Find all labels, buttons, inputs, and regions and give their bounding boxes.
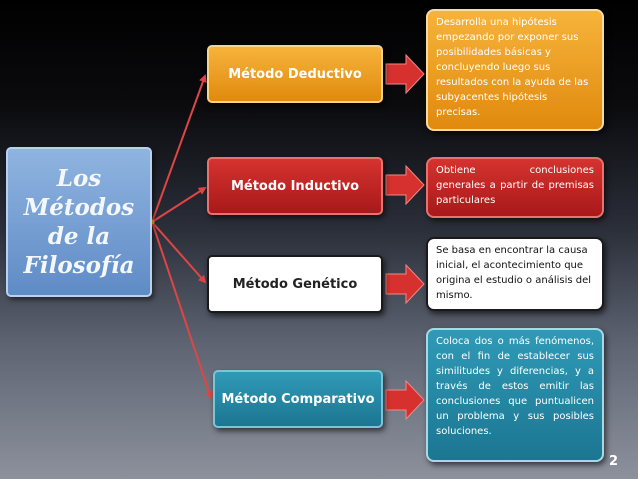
- page-number: 2: [608, 454, 618, 469]
- main-topic-box: Los Métodos de la Filosofía: [6, 147, 152, 297]
- description-box-deductivo: Desarrolla una hipótesis empezando por e…: [426, 9, 604, 131]
- method-label-comparativo: Método Comparativo: [221, 391, 375, 407]
- description-text-deductivo: Desarrolla una hipótesis empezando por e…: [436, 17, 589, 118]
- block-arrow-inductivo: [385, 164, 425, 206]
- connector-line-inductivo: [151, 186, 207, 223]
- main-topic-title: Los Métodos de la Filosofía: [23, 165, 135, 279]
- method-box-deductivo: Método Deductivo: [207, 45, 383, 103]
- method-box-inductivo: Método Inductivo: [207, 157, 383, 215]
- method-label-inductivo: Método Inductivo: [230, 178, 360, 194]
- description-text-inductivo: Obtiene conclusiones generales a partir …: [436, 165, 594, 206]
- method-label-deductivo: Método Deductivo: [228, 66, 362, 82]
- description-text-comparativo: Coloca dos o más fenómenos, con el fin d…: [436, 336, 594, 437]
- connector-line-comparativo: [151, 221, 213, 400]
- method-label-genetico: Método Genético: [232, 276, 358, 292]
- block-arrow-comparativo: [385, 379, 425, 421]
- block-arrow-deductivo: [385, 53, 425, 95]
- connector-line-genetico: [151, 221, 207, 284]
- description-text-genetico: Se basa en encontrar la causa inicial, e…: [436, 245, 592, 301]
- description-box-genetico: Se basa en encontrar la causa inicial, e…: [426, 237, 604, 311]
- connector-line-deductivo: [151, 74, 207, 223]
- method-box-genetico: Método Genético: [207, 255, 383, 313]
- description-box-comparativo: Coloca dos o más fenómenos, con el fin d…: [426, 328, 604, 462]
- method-box-comparativo: Método Comparativo: [213, 370, 383, 428]
- description-box-inductivo: Obtiene conclusiones generales a partir …: [426, 157, 604, 218]
- block-arrow-genetico: [385, 263, 425, 305]
